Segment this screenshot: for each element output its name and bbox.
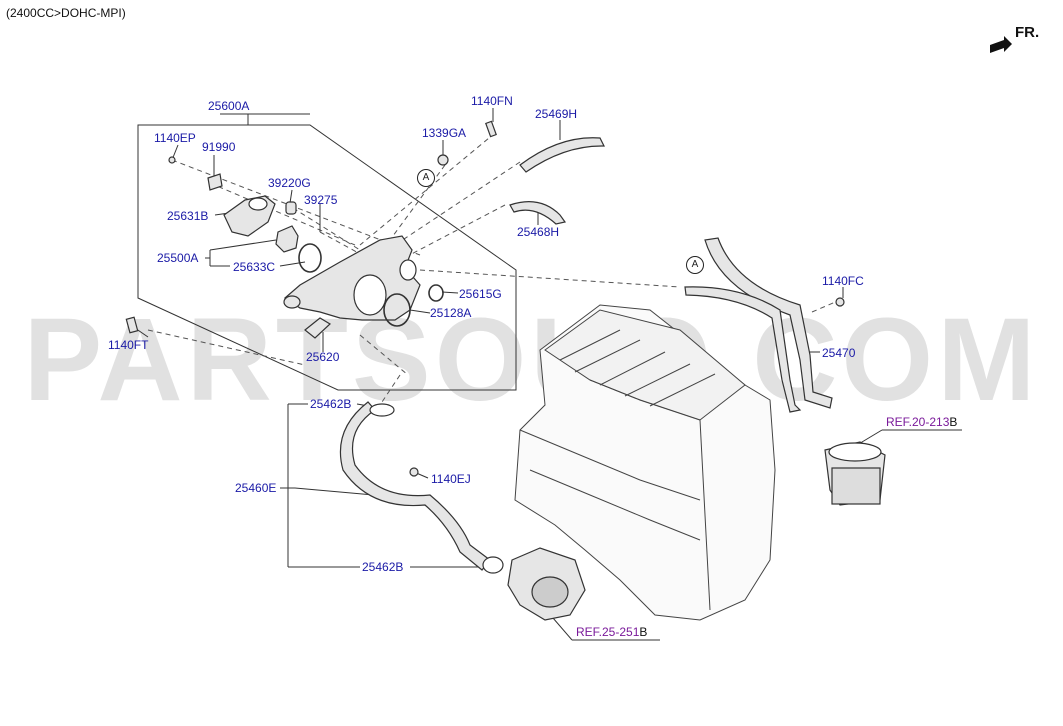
label-1140ep[interactable]: 1140EP (154, 131, 196, 145)
ref-20-213-text: REF.20-213 (886, 415, 950, 429)
label-25462b-bottom[interactable]: 25462B (362, 560, 404, 574)
front-arrow (990, 36, 1012, 53)
label-25631b[interactable]: 25631B (167, 209, 209, 223)
label-25620[interactable]: 25620 (306, 350, 340, 364)
label-25462b-top[interactable]: 25462B (310, 397, 352, 411)
label-25469h[interactable]: 25469H (535, 107, 578, 121)
label-25468h[interactable]: 25468H (517, 225, 560, 239)
assembly-outline (137, 124, 517, 391)
ref-25-251b[interactable]: REF.25-251B (576, 625, 647, 639)
ref-20-213-suffix: B (949, 415, 958, 429)
hose-25460e (339, 401, 491, 571)
ref-20-213b[interactable]: REF.20-213B (886, 415, 957, 429)
label-25600a[interactable]: 25600A (208, 99, 250, 113)
label-25633c[interactable]: 25633C (233, 260, 276, 274)
label-25470[interactable]: 25470 (822, 346, 856, 360)
label-1140fn[interactable]: 1140FN (471, 94, 513, 108)
label-91990[interactable]: 91990 (202, 140, 236, 154)
thermostat-housing (284, 235, 421, 321)
hose-25470 (704, 237, 833, 409)
callout-a-1: A (417, 169, 435, 187)
front-label: FR. (1015, 24, 1040, 41)
label-1140fc[interactable]: 1140FC (822, 274, 864, 288)
label-25615g[interactable]: 25615G (459, 287, 502, 301)
ref-25-251-text: REF.25-251 (576, 625, 640, 639)
label-39220g[interactable]: 39220G (268, 176, 311, 190)
engine-spec: (2400CC>DOHC-MPI) (6, 6, 126, 20)
callout-a-2: A (686, 256, 704, 274)
label-25460e[interactable]: 25460E (235, 481, 277, 495)
hose-25468h (509, 201, 567, 225)
label-1140ej[interactable]: 1140EJ (431, 472, 471, 486)
ref-25-251-suffix: B (639, 625, 648, 639)
label-25500a[interactable]: 25500A (157, 251, 199, 265)
hose-25469h (519, 137, 605, 173)
label-1339ga[interactable]: 1339GA (422, 126, 467, 140)
thermostat (275, 225, 299, 253)
label-25128a[interactable]: 25128A (430, 306, 472, 320)
label-39275[interactable]: 39275 (304, 193, 338, 207)
label-1140ft[interactable]: 1140FT (108, 338, 149, 352)
